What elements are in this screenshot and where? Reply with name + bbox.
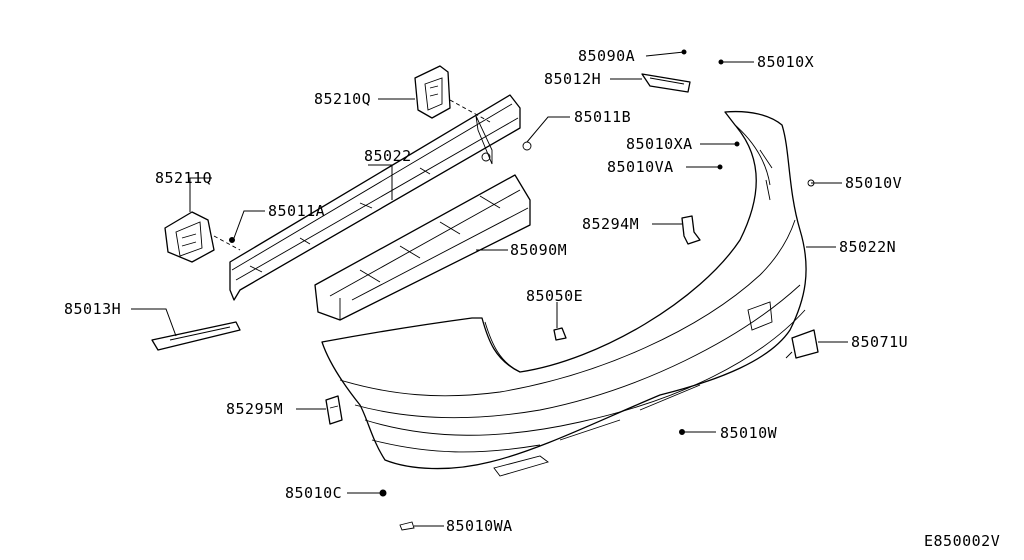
- label-85010VA: 85010VA: [607, 158, 674, 176]
- label-85071U: 85071U: [851, 333, 909, 351]
- label-85090M: 85090M: [510, 241, 568, 259]
- bumper-fascia-85022N: [321, 110, 807, 477]
- label-85010W: 85010W: [720, 424, 778, 442]
- bracket-85211Q: [164, 211, 241, 263]
- bracket-85210Q: [414, 65, 491, 123]
- cap-85071U: [785, 329, 819, 359]
- label-85010XA: 85010XA: [626, 135, 693, 153]
- label-85012H: 85012H: [544, 70, 602, 88]
- label-85210Q: 85210Q: [314, 90, 372, 108]
- label-85010X: 85010X: [757, 53, 815, 71]
- label-85011B: 85011B: [574, 108, 632, 126]
- energy-absorber-85090M: [314, 174, 531, 321]
- clip-85050E: [553, 327, 567, 341]
- label-85295M: 85295M: [226, 400, 284, 418]
- reinforcement-bar-85022: [229, 94, 521, 301]
- label-85010WA: 85010WA: [446, 517, 513, 535]
- reflector-85013H: [151, 321, 241, 351]
- label-85010V: 85010V: [845, 174, 903, 192]
- label-85050E: 85050E: [526, 287, 584, 305]
- leader-lines: [131, 51, 848, 527]
- label-85294M: 85294M: [582, 215, 640, 233]
- label-85211Q: 85211Q: [155, 169, 213, 187]
- diagram-code: E850002V: [924, 532, 1001, 550]
- label-85013H: 85013H: [64, 300, 122, 318]
- fasteners: [229, 49, 815, 531]
- label-85022: 85022: [364, 147, 412, 165]
- label-85010C: 85010C: [285, 484, 343, 502]
- bracket-85295M: [325, 395, 343, 425]
- bracket-85294M: [681, 215, 701, 245]
- label-85011A: 85011A: [268, 202, 326, 220]
- label-85090A: 85090A: [578, 47, 636, 65]
- label-85022N: 85022N: [839, 238, 897, 256]
- molding-85012H: [641, 73, 691, 93]
